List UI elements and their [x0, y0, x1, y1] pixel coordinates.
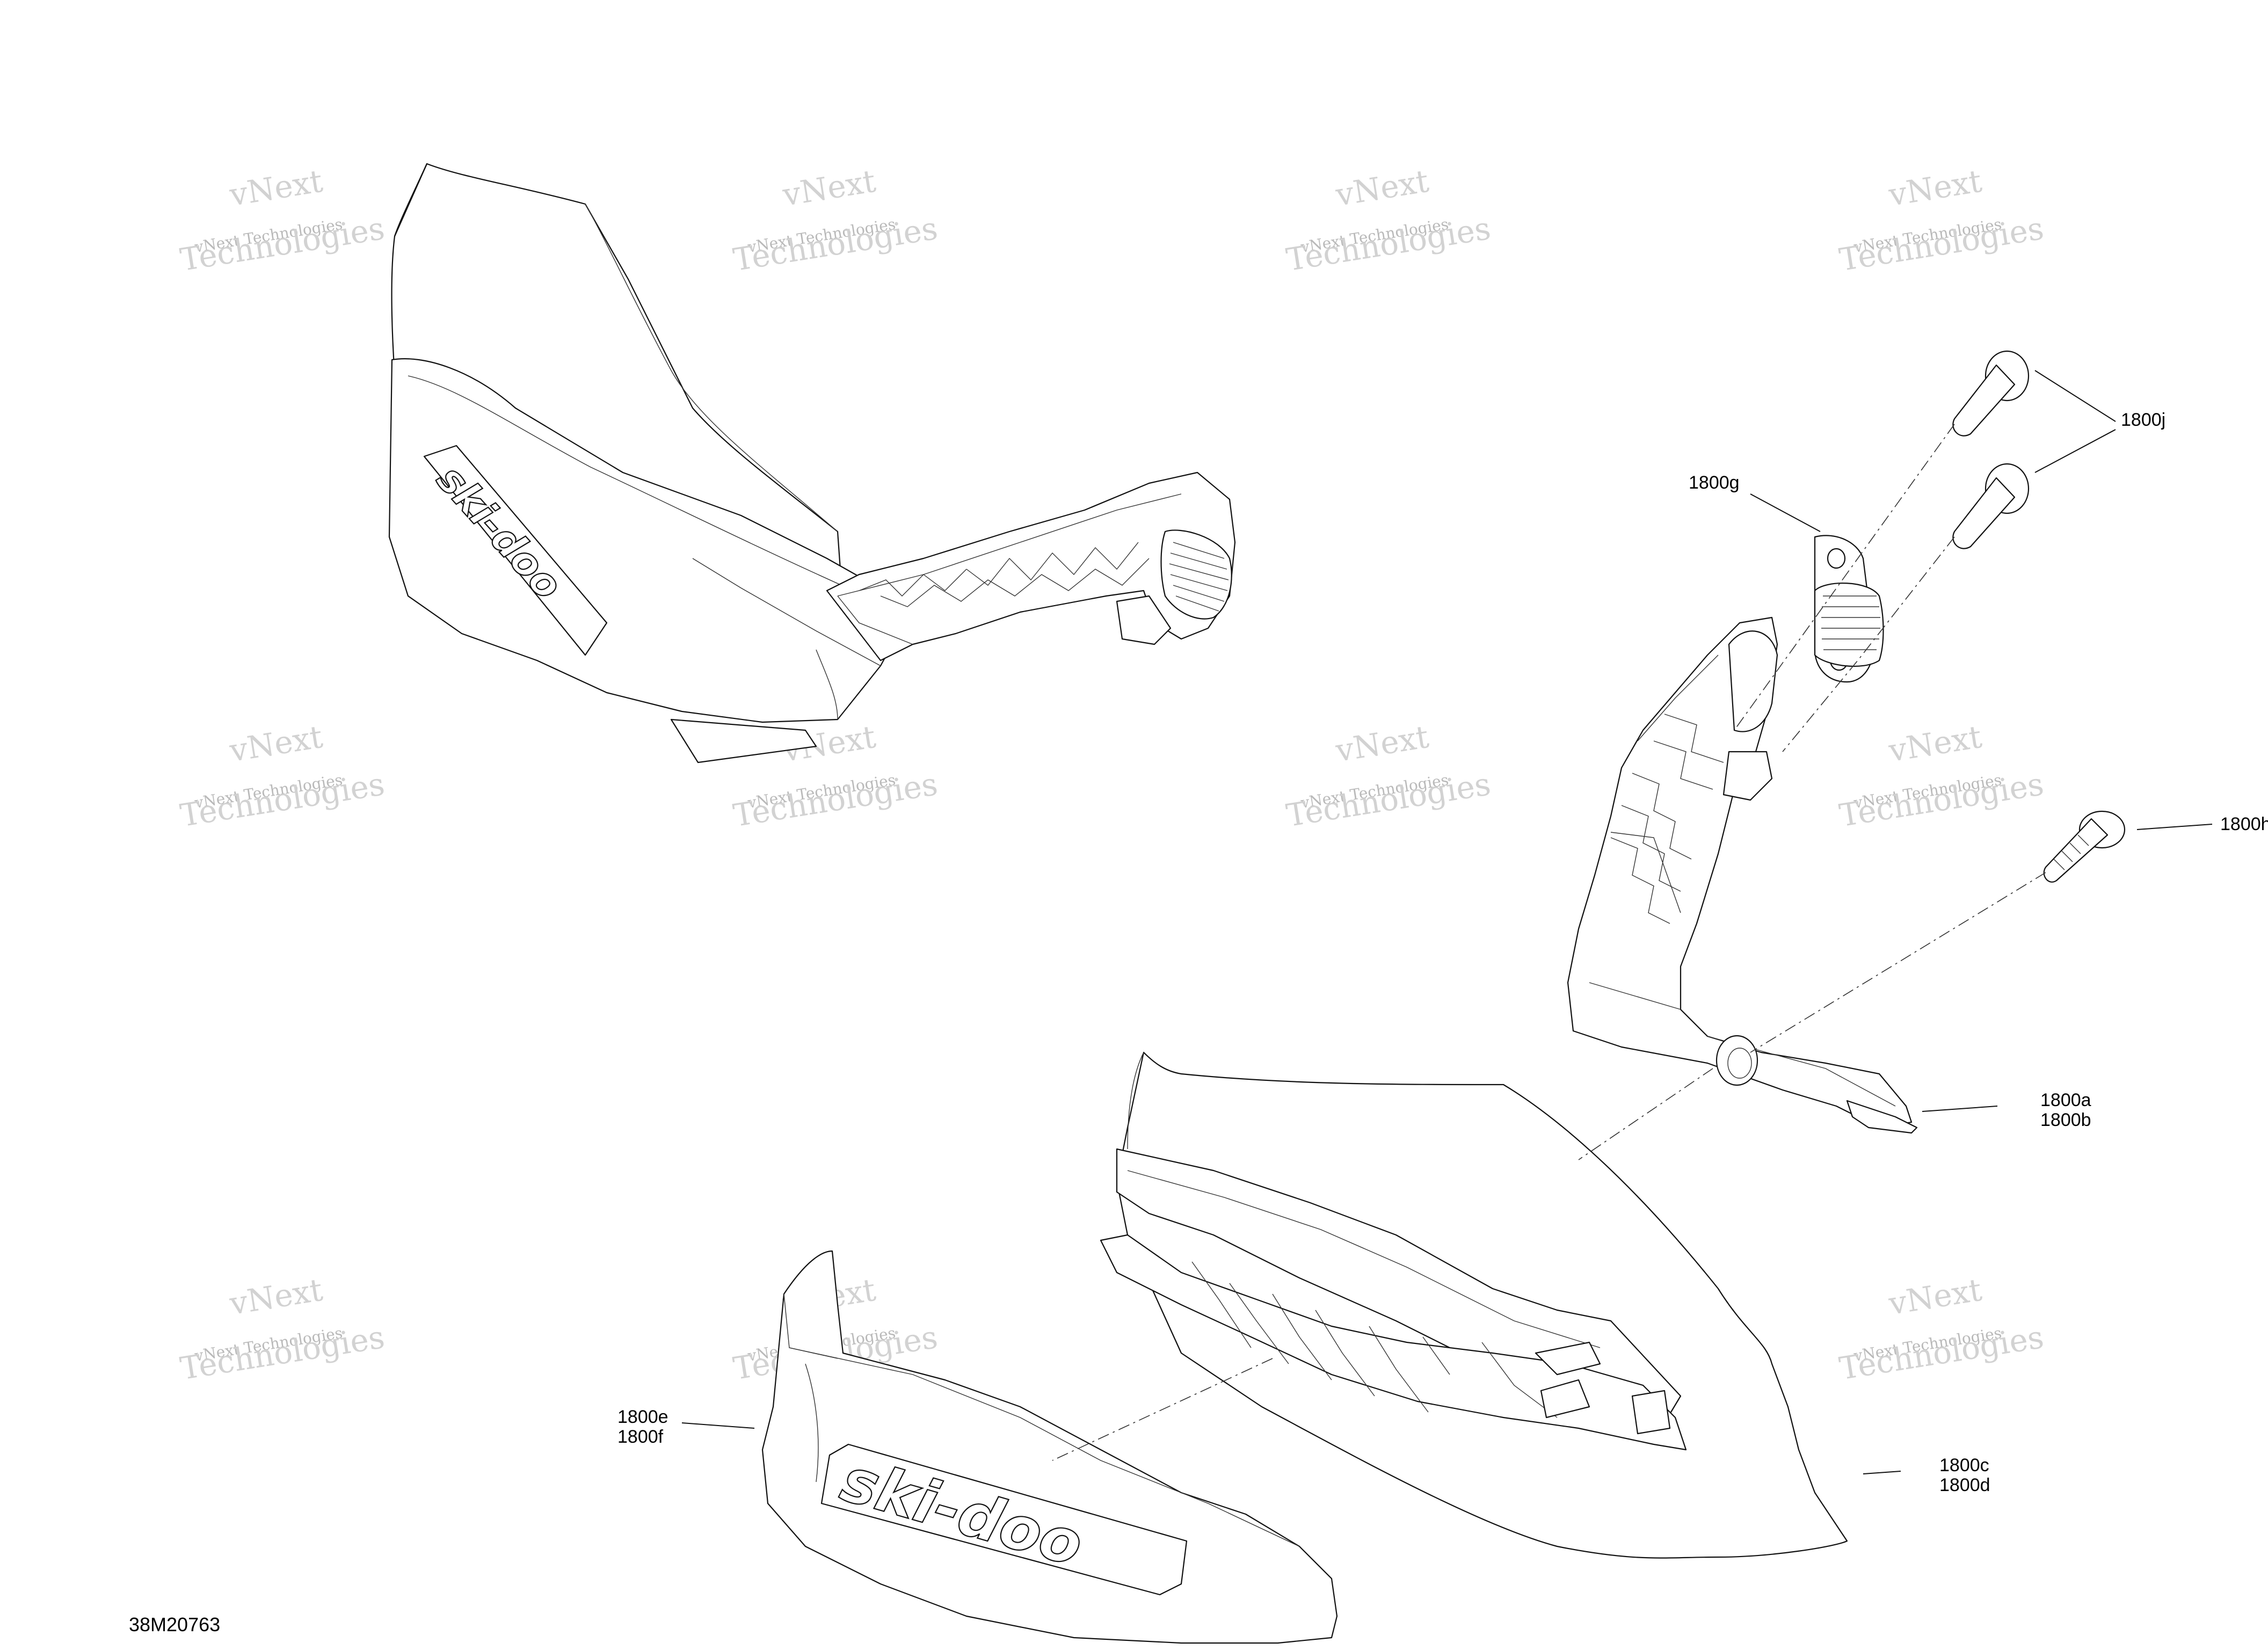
callout-1800f: 1800f: [617, 1427, 664, 1447]
watermark-text: Technologies: [731, 210, 940, 278]
callout-1800g: 1800g: [1689, 473, 1740, 493]
callout-1800d: 1800d: [1939, 1475, 1990, 1495]
watermark-text: vNext: [227, 1271, 325, 1322]
diagram-reference-code: 38M20763: [129, 1613, 220, 1636]
watermark-text: vNext: [1886, 718, 1984, 769]
screw-1800h: [2043, 810, 2126, 883]
callout-1800a: 1800a: [2040, 1090, 2091, 1110]
watermark-text: vNext: [1886, 1271, 1984, 1322]
shield-1800c: [1100, 1051, 1848, 1559]
handguard-arm-exploded: [1567, 616, 1918, 1134]
callout-labels: 1800j 1800g 1800h 1800a 1800b 1800e 1800…: [617, 410, 2268, 1495]
watermark-text: vNext: [1333, 163, 1431, 214]
watermark-text: Technologies: [178, 1319, 387, 1387]
callout-1800c: 1800c: [1939, 1455, 1989, 1475]
leader-lines: [681, 370, 2213, 1474]
bumper-cover-1800e: ski-doo: [761, 1250, 1338, 1644]
bolt-1800j-upper: [1952, 350, 2030, 437]
callout-1800j: 1800j: [2121, 410, 2165, 430]
handguard-assembled: ski-doo: [388, 163, 1236, 764]
watermark-text: Technologies: [178, 766, 387, 834]
callout-1800b: 1800b: [2040, 1110, 2091, 1130]
clamp-1800g: [1814, 535, 1884, 683]
watermark-text: vNext: [780, 163, 878, 214]
watermark-text: Technologies: [731, 766, 940, 834]
watermark-text: Technologies: [1284, 766, 1493, 834]
watermark-text: Technologies: [1837, 210, 2046, 278]
watermark-text: vNext: [1333, 718, 1431, 769]
watermark-text: vNext: [227, 718, 325, 769]
watermark-text: Technologies: [1284, 210, 1493, 278]
watermark-text: Technologies: [178, 210, 387, 278]
bolt-1800j-lower: [1952, 463, 2030, 549]
callout-1800h: 1800h: [2220, 814, 2268, 834]
callout-1800e: 1800e: [617, 1407, 668, 1427]
watermark-text: vNext: [227, 163, 325, 214]
watermark-text: Technologies: [1837, 1319, 2046, 1387]
watermark-text: vNext: [1886, 163, 1984, 214]
watermark-text: Technologies: [1837, 766, 2046, 834]
alignment-lines: [1052, 424, 2046, 1461]
